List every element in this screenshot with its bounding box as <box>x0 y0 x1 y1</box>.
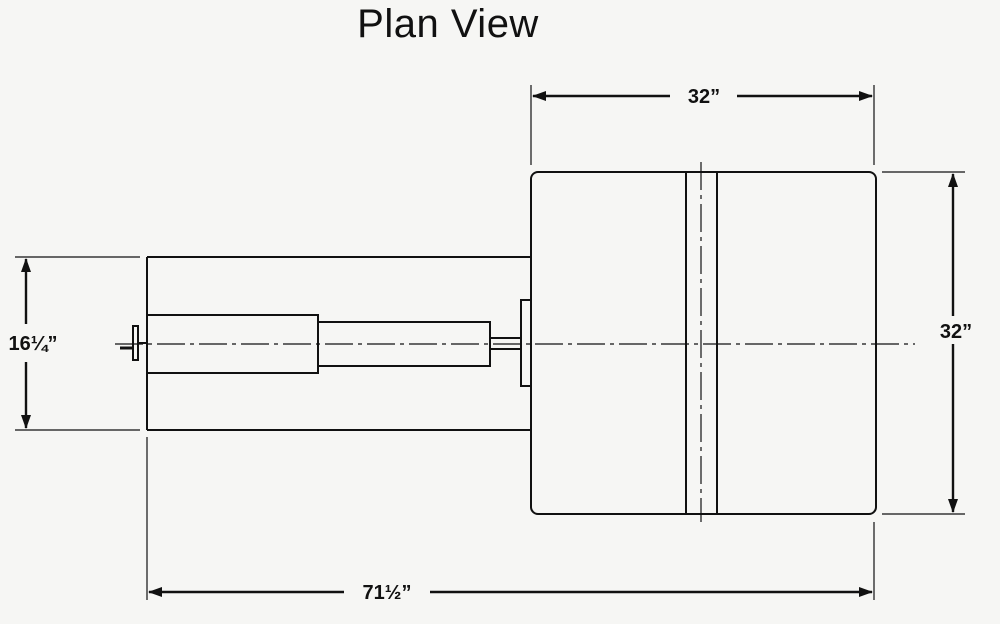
dim-label-top: 32” <box>688 86 720 108</box>
handle-wheel <box>132 325 139 361</box>
dim-label-right: 32” <box>940 321 972 343</box>
dim-label-bottom: 71½” <box>363 582 412 604</box>
main-body-outline <box>530 171 877 515</box>
dim-label-left: 16¼” <box>9 333 58 355</box>
mounting-plate <box>520 299 532 387</box>
drawing-title: Plan View <box>357 2 539 46</box>
